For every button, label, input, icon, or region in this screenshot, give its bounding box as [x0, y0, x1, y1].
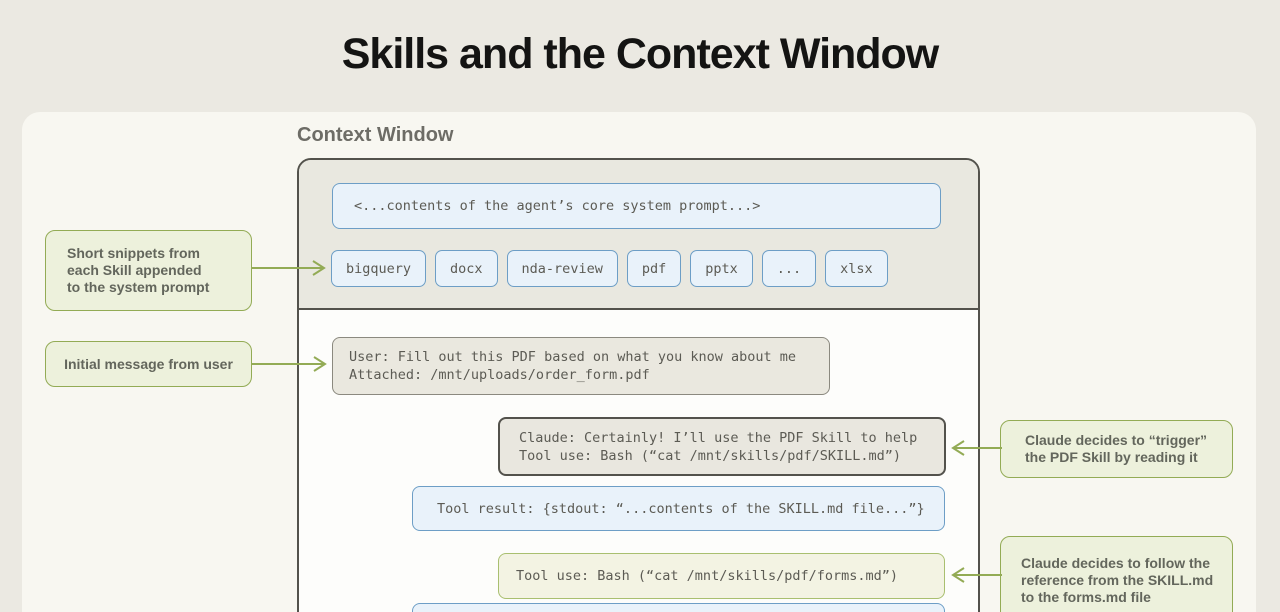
annotation-skill-snippets: Short snippets from each Skill appended … — [45, 230, 252, 311]
skill-chip-ellipsis: ... — [761, 250, 817, 287]
annotation-follow-reference: Claude decides to follow the reference f… — [1000, 536, 1233, 612]
skill-chip-bigquery: bigquery — [331, 250, 427, 287]
claude-message-line1: Claude: Certainly! I’ll use the PDF Skil… — [519, 429, 918, 446]
skill-chips-row: bigquery docx nda-review pdf pptx ... xl… — [331, 250, 888, 287]
arrow-right-icon — [252, 356, 327, 372]
claude-message-box: Claude: Certainly! I’ll use the PDF Skil… — [498, 417, 946, 476]
skill-chip-nda-review: nda-review — [506, 250, 618, 287]
system-prompt-box: <...contents of the agent’s core system … — [332, 183, 941, 229]
annotation-line: to the forms.md file — [1021, 588, 1151, 605]
user-message-box: User: Fill out this PDF based on what yo… — [332, 337, 830, 395]
annotation-line: Claude decides to follow the — [1021, 554, 1211, 571]
user-message-line1: User: Fill out this PDF based on what yo… — [349, 349, 797, 365]
user-message-line2: Attached: /mnt/uploads/order_form.pdf — [349, 367, 650, 383]
claude-message-line2: Tool use: Bash (“cat /mnt/skills/pdf/SKI… — [519, 447, 902, 464]
tool-result-box: Tool result: {stdout: “...contents of th… — [412, 486, 945, 531]
annotation-line: Initial message from user — [64, 355, 233, 372]
annotation-trigger-skill: Claude decides to “trigger” the PDF Skil… — [1000, 420, 1233, 478]
skill-chip-xlsx: xlsx — [825, 250, 888, 287]
arrow-left-icon — [951, 440, 1002, 456]
arrow-left-icon — [951, 567, 1002, 583]
annotation-line: Short snippets from — [67, 245, 201, 261]
annotation-line: reference from the SKILL.md — [1021, 571, 1214, 588]
arrow-right-icon — [251, 260, 326, 276]
skill-chip-docx: docx — [435, 250, 498, 287]
tool-use-forms-text: Tool use: Bash (“cat /mnt/skills/pdf/for… — [516, 568, 899, 584]
annotation-line: Claude decides to “trigger” — [1025, 432, 1208, 448]
context-window-label: Context Window — [297, 124, 454, 146]
tool-use-forms-box: Tool use: Bash (“cat /mnt/skills/pdf/for… — [498, 553, 945, 599]
annotation-initial-message: Initial message from user — [45, 341, 252, 387]
system-prompt-text: <...contents of the agent’s core system … — [354, 198, 761, 214]
page-title: Skills and the Context Window — [341, 30, 940, 78]
skill-chip-pdf: pdf — [626, 250, 682, 287]
annotation-line: to the system prompt — [67, 279, 210, 295]
skill-chip-pptx: pptx — [690, 250, 753, 287]
annotation-line: the PDF Skill by reading it — [1025, 449, 1198, 465]
annotation-line: each Skill appended — [67, 262, 202, 278]
next-message-box-cutoff — [412, 603, 945, 612]
tool-result-text: Tool result: {stdout: “...contents of th… — [437, 500, 925, 517]
